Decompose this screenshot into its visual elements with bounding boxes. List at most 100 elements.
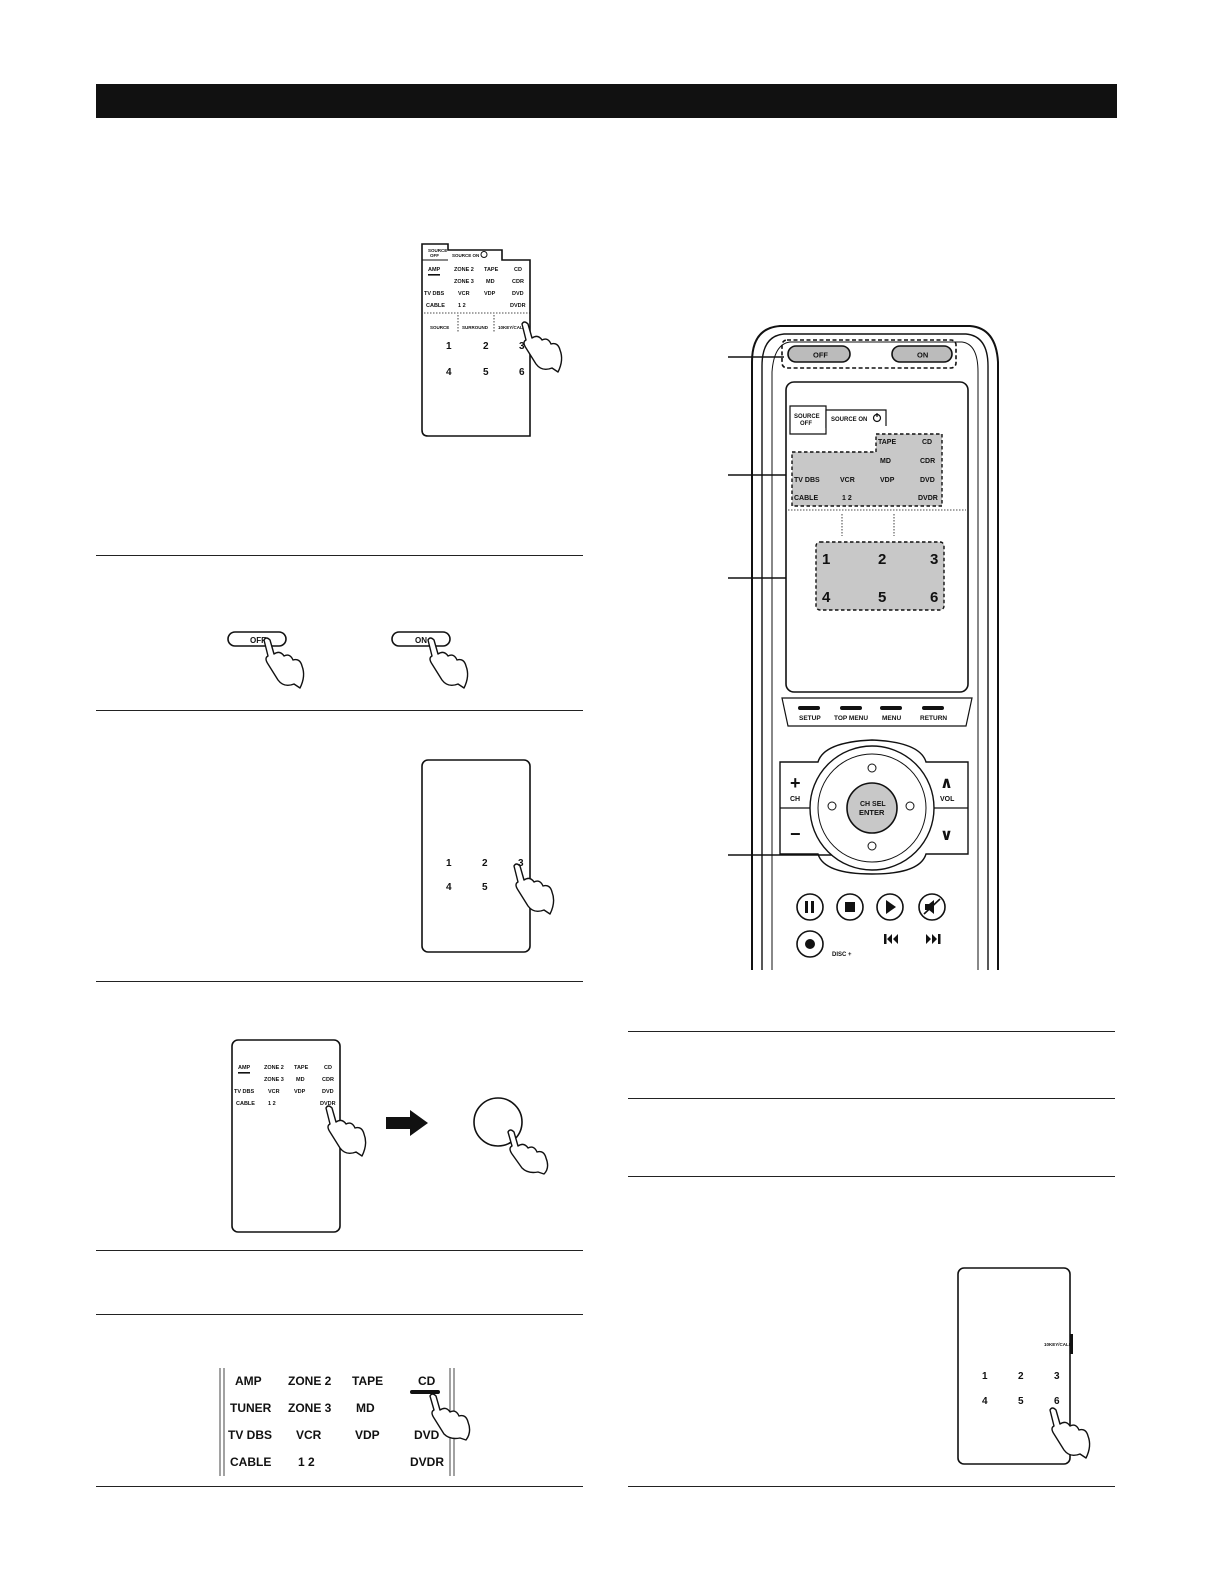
source-md[interactable]: MD xyxy=(356,1401,375,1415)
source-dvdr[interactable]: DVDR xyxy=(510,303,526,309)
source-tape[interactable]: TAPE xyxy=(294,1065,309,1071)
remote-source-tape[interactable]: TAPE xyxy=(878,439,896,446)
source-zone-select[interactable]: 1 2 xyxy=(458,303,466,309)
remote-num-1[interactable]: 1 xyxy=(822,551,830,568)
source-cable[interactable]: CABLE xyxy=(236,1101,255,1107)
remote-source-vcr[interactable]: VCR xyxy=(840,477,855,484)
softkey-topmenu-bar[interactable] xyxy=(840,706,862,710)
source-zone3[interactable]: ZONE 3 xyxy=(288,1401,332,1415)
num-5[interactable]: 5 xyxy=(482,882,488,893)
source-dvd[interactable]: DVD xyxy=(512,291,524,297)
num-1[interactable]: 1 xyxy=(446,858,452,869)
softkey-menu-bar[interactable] xyxy=(880,706,902,710)
source-amp[interactable]: AMP xyxy=(238,1065,251,1071)
on-button[interactable] xyxy=(391,631,451,647)
remote-tab-source-off[interactable]: SOURCE xyxy=(794,414,820,420)
remote-source-cd[interactable]: CD xyxy=(922,439,932,446)
num-4[interactable]: 4 xyxy=(446,367,452,378)
source-tuner[interactable]: TUNER xyxy=(230,1401,272,1415)
ch-down-button[interactable]: − xyxy=(790,824,801,844)
num-4[interactable]: 4 xyxy=(982,1396,988,1407)
source-amp[interactable]: AMP xyxy=(428,267,441,273)
num-2[interactable]: 2 xyxy=(483,341,489,352)
disc-skip-label[interactable]: DISC + xyxy=(832,952,852,958)
source-amp[interactable]: AMP xyxy=(235,1374,262,1388)
mode-10key[interactable]: 10KEY/CALL xyxy=(1044,1342,1072,1347)
remote-num-6[interactable]: 6 xyxy=(930,589,938,606)
source-tvdbs[interactable]: TV DBS xyxy=(228,1428,272,1442)
softkey-return[interactable]: RETURN xyxy=(920,715,947,722)
source-vdp[interactable]: VDP xyxy=(355,1428,380,1442)
source-zone2[interactable]: ZONE 2 xyxy=(264,1065,284,1071)
source-md[interactable]: MD xyxy=(486,279,495,285)
num-1[interactable]: 1 xyxy=(446,341,452,352)
remote-on-button[interactable] xyxy=(891,345,953,363)
source-vcr[interactable]: VCR xyxy=(458,291,470,297)
mode-source[interactable]: SOURCE xyxy=(430,325,449,330)
num-1[interactable]: 1 xyxy=(982,1371,988,1382)
source-vcr[interactable]: VCR xyxy=(268,1089,280,1095)
source-dvd[interactable]: DVD xyxy=(322,1089,334,1095)
num-3[interactable]: 3 xyxy=(519,341,525,352)
remote-num-3[interactable]: 3 xyxy=(930,551,938,568)
source-tape[interactable]: TAPE xyxy=(352,1374,383,1388)
source-tape[interactable]: TAPE xyxy=(484,267,499,273)
source-dvdr[interactable]: DVDR xyxy=(320,1101,336,1107)
num-4[interactable]: 4 xyxy=(446,882,452,893)
softkey-setup-bar[interactable] xyxy=(798,706,820,710)
mode-10key[interactable]: 10KEY/CALL xyxy=(498,325,526,330)
skip-forward-icon[interactable] xyxy=(926,934,941,944)
source-zone3[interactable]: ZONE 3 xyxy=(454,279,474,285)
vol-down-button[interactable]: ∨ xyxy=(940,827,953,844)
softkey-topmenu[interactable]: TOP MENU xyxy=(834,715,868,722)
tab-source-on[interactable]: SOURCE ON xyxy=(452,253,479,258)
remote-off-button[interactable] xyxy=(787,345,851,363)
num-3[interactable]: 3 xyxy=(1054,1371,1060,1382)
remote-num-4[interactable]: 4 xyxy=(822,589,831,606)
source-vcr[interactable]: VCR xyxy=(296,1428,322,1442)
remote-tab-source-on[interactable]: SOURCE ON xyxy=(831,417,867,423)
remote-source-md[interactable]: MD xyxy=(880,458,891,465)
vol-up-button[interactable]: ∧ xyxy=(940,775,953,792)
source-cd[interactable]: CD xyxy=(514,267,522,273)
softkey-menu[interactable]: MENU xyxy=(882,715,901,722)
source-dvdr[interactable]: DVDR xyxy=(410,1455,444,1469)
source-cable[interactable]: CABLE xyxy=(230,1455,271,1469)
source-vdp[interactable]: VDP xyxy=(484,291,496,297)
source-cable[interactable]: CABLE xyxy=(426,303,445,309)
remote-source-zone-select[interactable]: 1 2 xyxy=(842,495,852,502)
tab-source-off[interactable]: SOURCE xyxy=(428,248,447,253)
pause-button[interactable] xyxy=(796,893,824,921)
softkey-return-bar[interactable] xyxy=(922,706,944,710)
remote-num-5[interactable]: 5 xyxy=(878,589,886,606)
source-zone2[interactable]: ZONE 2 xyxy=(288,1374,332,1388)
remote-source-cdr[interactable]: CDR xyxy=(920,458,935,465)
num-2[interactable]: 2 xyxy=(1018,1371,1024,1382)
source-tvdbs[interactable]: TV DBS xyxy=(234,1089,255,1095)
source-md[interactable]: MD xyxy=(296,1077,305,1083)
source-zone-select[interactable]: 1 2 xyxy=(298,1455,315,1469)
skip-back-icon[interactable] xyxy=(884,934,898,944)
mode-surround[interactable]: SURROUND xyxy=(462,325,489,330)
off-button[interactable] xyxy=(227,631,287,647)
source-cd[interactable]: CD xyxy=(418,1374,436,1388)
num-5[interactable]: 5 xyxy=(1018,1396,1024,1407)
remote-source-vdp[interactable]: VDP xyxy=(880,477,895,484)
source-tvdbs[interactable]: TV DBS xyxy=(424,291,445,297)
source-cd[interactable]: CD xyxy=(324,1065,332,1071)
source-cdr[interactable]: CDR xyxy=(322,1077,334,1083)
source-vdp[interactable]: VDP xyxy=(294,1089,306,1095)
num-5[interactable]: 5 xyxy=(483,367,489,378)
source-cdr[interactable]: CDR xyxy=(512,279,524,285)
source-dvd[interactable]: DVD xyxy=(414,1428,440,1442)
remote-num-2[interactable]: 2 xyxy=(878,551,886,568)
softkey-setup[interactable]: SETUP xyxy=(799,715,821,722)
source-zone-select[interactable]: 1 2 xyxy=(268,1101,276,1107)
remote-source-dvd[interactable]: DVD xyxy=(920,477,935,484)
ch-up-button[interactable]: + xyxy=(790,773,801,793)
source-zone2[interactable]: ZONE 2 xyxy=(454,267,474,273)
enter-button[interactable] xyxy=(846,782,898,834)
remote-source-tvdbs[interactable]: TV DBS xyxy=(794,477,820,484)
num-3[interactable]: 3 xyxy=(518,858,524,869)
remote-source-cable[interactable]: CABLE xyxy=(794,495,818,502)
